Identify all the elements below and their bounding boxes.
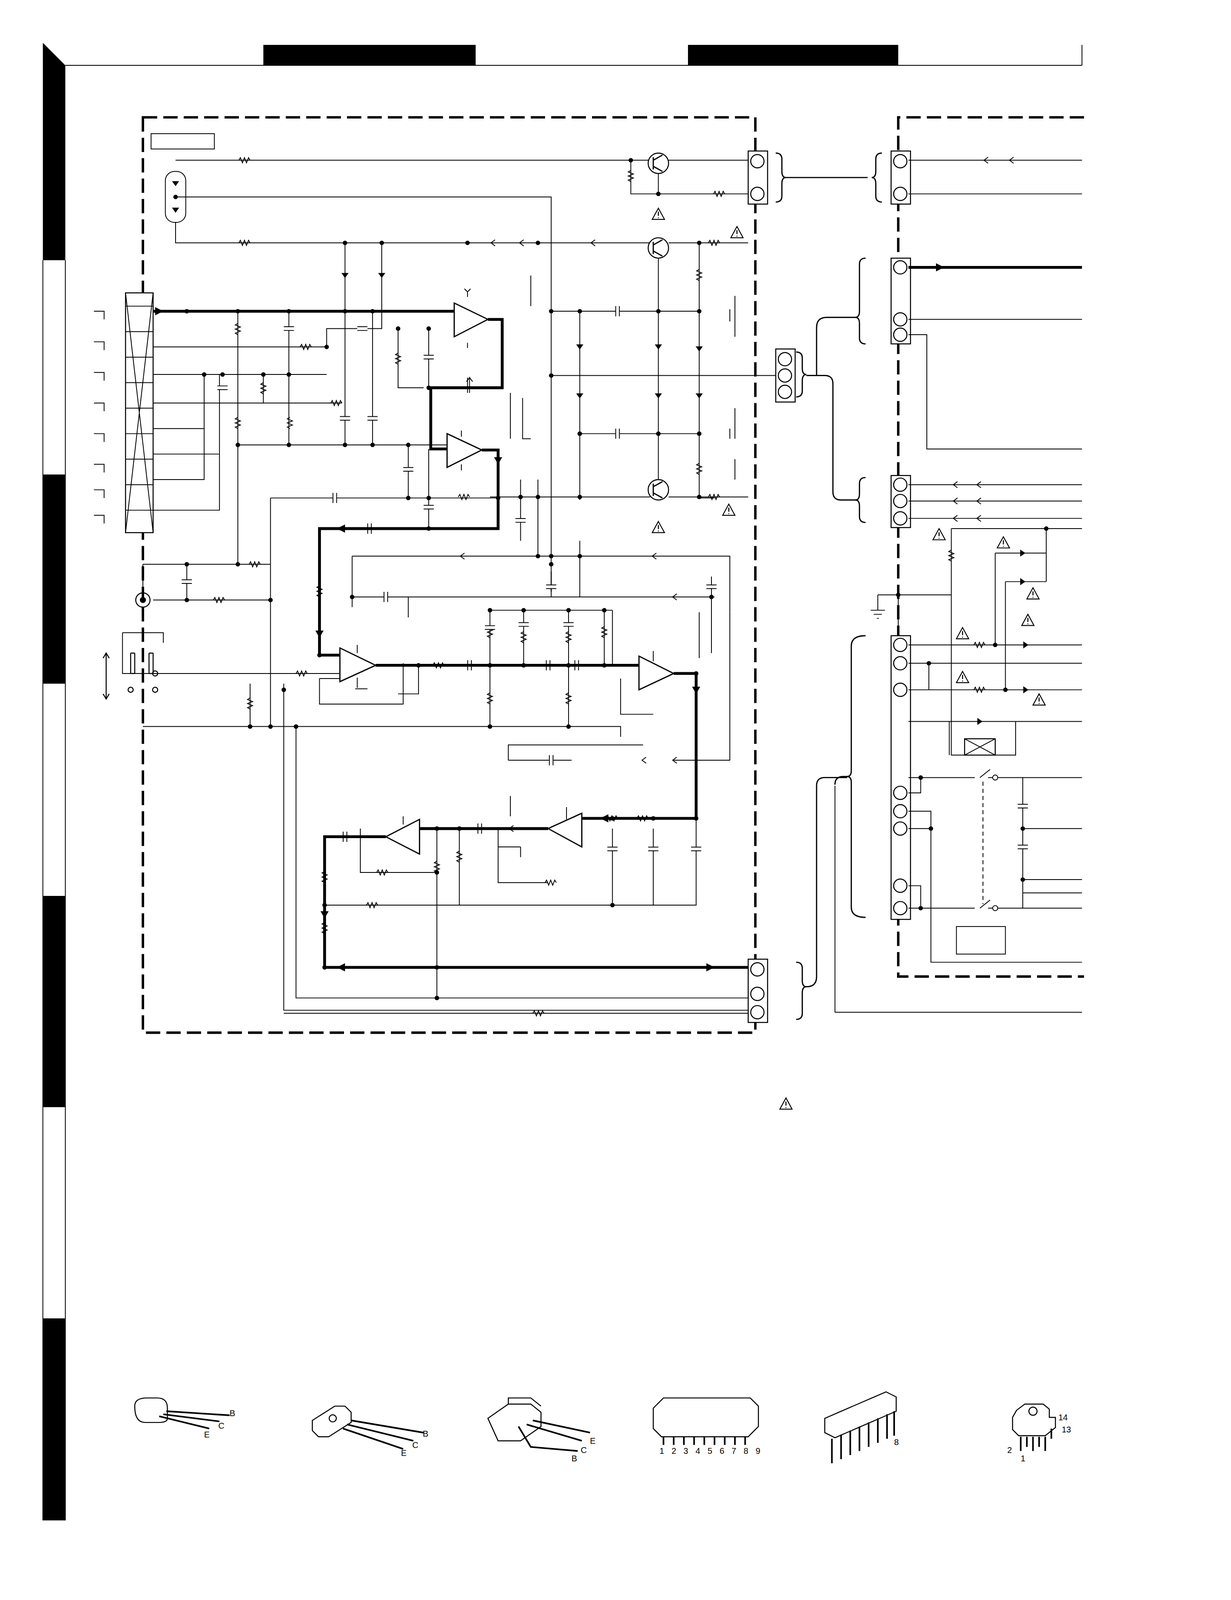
pin-label: B [422, 1430, 429, 1439]
pin-label: C [218, 1422, 225, 1431]
pin-label: 13 [1061, 1425, 1071, 1435]
pin-label: B [571, 1454, 577, 1464]
pin-label: E [589, 1437, 596, 1446]
pin-label: 14 [1058, 1413, 1068, 1423]
pin-label: 8 [894, 1438, 899, 1447]
pin-label: C [580, 1446, 587, 1455]
pin-label: 2 [1007, 1446, 1012, 1455]
pin-label: 1 [1020, 1454, 1026, 1464]
pin-label: 1 2 3 4 5 6 7 8 9 [659, 1447, 763, 1456]
pin-label: C [412, 1441, 419, 1450]
pin-label: E [400, 1449, 407, 1458]
pin-label: B [229, 1409, 236, 1418]
pin-label: E [204, 1430, 210, 1440]
